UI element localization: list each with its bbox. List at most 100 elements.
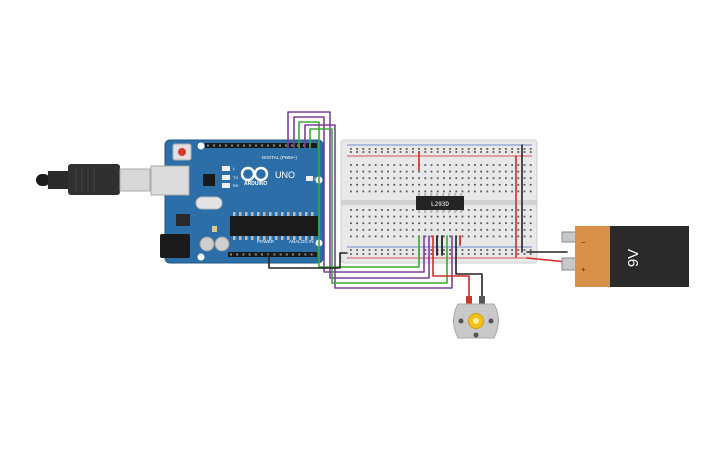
motor-screw	[473, 332, 479, 338]
breadboard-hole	[474, 170, 476, 173]
breadboard-hole	[529, 148, 532, 150]
breadboard-hole	[387, 190, 389, 193]
breadboard-hole	[523, 249, 526, 251]
wires	[268, 111, 568, 301]
breadboard-hole	[418, 148, 420, 150]
wire-red-battery[interactable]	[526, 257, 568, 263]
breadboard-hole	[393, 222, 396, 225]
breadboard-hole	[368, 209, 371, 211]
breadboard-hole	[381, 170, 383, 173]
breadboard-hole	[368, 249, 371, 251]
breadboard-hole	[449, 148, 451, 150]
breadboard-hole	[356, 215, 358, 218]
breadboard-hole	[356, 190, 358, 193]
wire-purple-3[interactable]	[304, 124, 453, 289]
breadboard-hole	[443, 148, 445, 150]
mounting-hole	[197, 253, 205, 261]
chip-pin	[233, 236, 236, 240]
l293d-pin	[436, 193, 439, 196]
led-rx	[222, 183, 230, 188]
breadboard-hole	[368, 190, 371, 193]
wire-black-motor[interactable]	[455, 235, 483, 301]
breadboard-hole	[467, 222, 470, 225]
breadboard-hole	[467, 209, 470, 211]
battery-9v[interactable]: − + 9V	[561, 226, 689, 287]
l293d-pin	[454, 210, 457, 213]
l293d-pin	[424, 210, 427, 213]
breadboard-hole	[374, 228, 377, 231]
breadboard-hole	[350, 148, 352, 150]
digital-header[interactable]	[205, 143, 317, 148]
breadboard-hole	[492, 177, 495, 180]
usb-cable[interactable]	[36, 164, 151, 195]
breadboard-hole	[350, 151, 352, 153]
breadboard-hole	[449, 253, 451, 255]
breadboard-hole	[523, 209, 526, 211]
arduino-uno-board[interactable]: L TX RX ON ARDUINO UNO DIGITAL (PWM~) PO…	[150, 139, 324, 264]
breadboard-hole	[418, 228, 420, 231]
breadboard-hole	[424, 235, 427, 238]
reset-button-cap[interactable]	[178, 148, 186, 156]
breadboard-hole	[381, 253, 383, 255]
l293d-chip[interactable]: L293D	[416, 193, 464, 213]
breadboard-hole	[418, 215, 420, 218]
voltage-regulator	[176, 214, 190, 226]
breadboard-hole	[517, 151, 520, 153]
header-pin	[219, 144, 221, 147]
breadboard-hole	[474, 222, 476, 225]
breadboard-hole	[430, 253, 433, 255]
breadboard-hole	[424, 190, 427, 193]
chip-pin	[281, 236, 284, 240]
breadboard-hole	[387, 235, 389, 238]
breadboard-hole	[393, 215, 396, 218]
breadboard-hole	[368, 183, 371, 186]
crystal-oscillator	[195, 196, 223, 210]
wire-green-1[interactable]	[298, 121, 420, 268]
wire-red-motor[interactable]	[432, 235, 470, 301]
dc-motor[interactable]	[453, 296, 499, 339]
breadboard-hole	[511, 190, 513, 193]
analog-header-label: ANALOG IN	[289, 239, 314, 244]
atmega-pins-top	[233, 212, 314, 216]
breadboard-hole	[424, 253, 427, 255]
breadboard-hole	[356, 222, 358, 225]
breadboard-hole	[412, 177, 414, 180]
wire-purple-1[interactable]	[287, 111, 430, 279]
breadboard-hole	[461, 228, 464, 231]
breadboard-hole	[486, 183, 489, 186]
chip-pin	[245, 212, 248, 216]
breadboard-hole	[362, 253, 365, 255]
breadboard-hole	[399, 190, 402, 193]
breadboard-hole	[517, 177, 520, 180]
breadboard-hole	[480, 164, 482, 166]
breadboard-hole	[374, 215, 377, 218]
header-pin	[273, 253, 276, 256]
breadboard-hole	[474, 253, 476, 255]
power-analog-header[interactable]	[228, 252, 317, 257]
wire-green-2[interactable]	[309, 128, 448, 284]
breadboard-hole	[529, 170, 532, 173]
chip-pin	[275, 236, 278, 240]
breadboard-hole	[505, 209, 507, 211]
breadboard-hole	[498, 215, 501, 218]
breadboard-hole	[492, 209, 495, 211]
breadboard-hole	[529, 177, 532, 180]
wire-purple-2[interactable]	[293, 116, 425, 273]
motor-terminal-red	[466, 296, 472, 304]
wire-black-gnd[interactable]	[268, 252, 348, 269]
breadboard-hole	[412, 183, 414, 186]
breadboard-hole	[405, 177, 408, 180]
breadboard-hole	[368, 177, 371, 180]
chip-pin	[287, 212, 290, 216]
breadboard-hole	[449, 235, 451, 238]
header-pin	[273, 144, 275, 147]
breadboard-hole	[381, 235, 383, 238]
power-jack	[160, 234, 190, 258]
breadboard-hole	[418, 177, 420, 180]
breadboard-hole	[511, 151, 513, 153]
breadboard-hole	[498, 164, 501, 166]
breadboard-hole	[486, 209, 489, 211]
breadboard-hole	[486, 249, 489, 251]
breadboard-hole	[381, 177, 383, 180]
